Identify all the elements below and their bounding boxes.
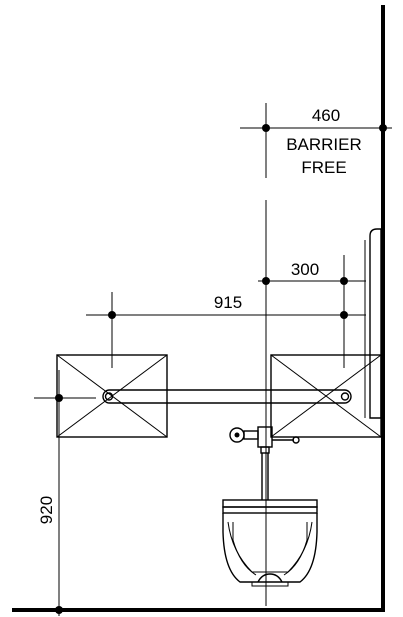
wall-panel <box>364 228 382 419</box>
dimension-915: 915 <box>86 292 366 368</box>
walls <box>12 5 385 612</box>
backing-plate-right <box>270 354 382 438</box>
barrier-free-label-line2: FREE <box>301 158 346 177</box>
dimension-300-label: 300 <box>291 260 319 279</box>
grab-bar-flange-right <box>340 392 350 401</box>
toilet-bowl <box>222 513 318 583</box>
flush-valve <box>229 426 300 500</box>
dimension-920-label: 920 <box>37 496 56 524</box>
toilet-lid <box>222 499 318 508</box>
dimension-460-label: 460 <box>312 106 340 125</box>
dimension-barrier-free: 460 BARRIER FREE <box>240 103 392 178</box>
panel-outline <box>369 228 382 419</box>
toilet-seat <box>222 506 318 514</box>
barrier-free-label-line1: BARRIER <box>286 135 362 154</box>
wall-hung-toilet <box>222 499 318 587</box>
grab-bar <box>102 389 352 404</box>
backing-plate-right-outline <box>270 354 382 438</box>
dimension-300: 300 <box>258 255 366 368</box>
dimension-915-label: 915 <box>214 293 242 312</box>
grab-bar-outline <box>102 389 352 404</box>
dimension-920: 920 <box>34 370 96 616</box>
toilet-outlet <box>257 573 283 583</box>
flush-valve-body <box>257 426 273 448</box>
grab-bar-flange-left <box>104 392 114 401</box>
